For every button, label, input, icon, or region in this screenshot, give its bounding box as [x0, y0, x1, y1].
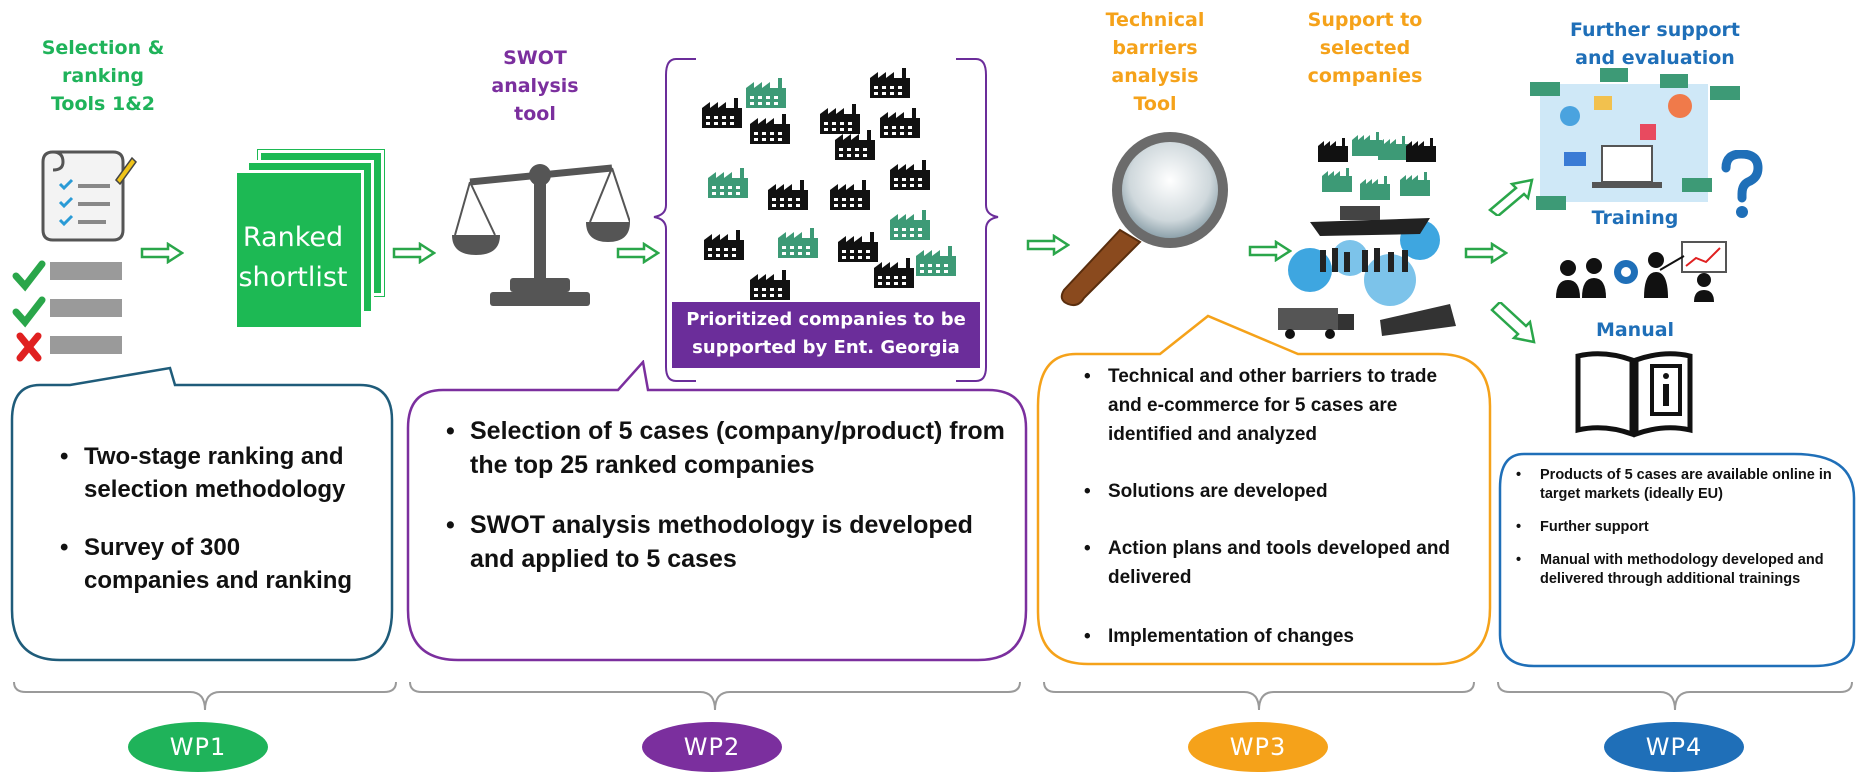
balance-scale-icon: A B [452, 164, 630, 306]
wp2-bubble-outline [406, 360, 1028, 662]
ship-truck-train-icon [1278, 132, 1456, 339]
magnifier-icon [1060, 132, 1228, 307]
wp4-further-header: Further support and evaluation [1570, 19, 1740, 69]
arrow-right-icon [140, 242, 184, 264]
wp3-bubble-outline [1036, 314, 1492, 666]
wp1-header: Selection & ranking Tools 1&2 [41, 37, 165, 115]
checkmark-icon [12, 260, 46, 292]
wp4-bullet: Products of 5 cases are available online… [1516, 466, 1834, 504]
wp2-brace [409, 681, 1021, 711]
cross-icon [16, 332, 42, 362]
wp3-brace [1043, 681, 1475, 711]
wp3-bullet: Action plans and tools developed and del… [1084, 534, 1454, 592]
wp2-badge: WP2 [642, 722, 782, 772]
arrow-up-right-icon [1487, 178, 1534, 216]
checklist-scroll-icon [41, 150, 137, 242]
wp4-manual-header: Manual [1595, 319, 1675, 341]
checklist-bar [50, 336, 122, 354]
arrow-right-icon [1464, 242, 1508, 264]
wp4-brace [1497, 681, 1853, 711]
wp1-brace [13, 681, 397, 711]
wp4-bullets: Products of 5 cases are available online… [1516, 466, 1834, 589]
companies-brace [653, 58, 999, 382]
document-stack-icon [228, 150, 384, 330]
svg-text:B: B [600, 210, 609, 224]
wp2-header: SWOT analysis tool [491, 47, 579, 125]
arrow-right-icon [1026, 234, 1070, 256]
arrow-right-icon [392, 242, 436, 264]
ranked-label-line1: Ranked [242, 222, 344, 253]
ranked-label-line2: shortlist [238, 262, 348, 293]
arrow-right-icon [616, 242, 660, 264]
manual-book-icon [1575, 351, 1693, 438]
arrow-right-icon [1248, 240, 1292, 262]
wp3-bullet: Solutions are developed [1084, 477, 1454, 506]
e-commerce-illustration-icon [1530, 68, 1740, 210]
checklist-bar [50, 299, 122, 317]
wp1-badge: WP1 [128, 722, 268, 772]
wp3-badge: WP3 [1188, 722, 1328, 772]
wp2-bullet: SWOT analysis methodology is developed a… [446, 508, 1006, 576]
svg-text:A: A [469, 221, 480, 237]
wp2-bullets: Selection of 5 cases (company/product) f… [446, 414, 1006, 576]
wp3-bullet: Technical and other barriers to trade an… [1084, 362, 1454, 449]
wp3-bullet: Implementation of changes [1084, 622, 1454, 651]
checkmark-icon [12, 296, 46, 328]
question-mark-icon [1721, 150, 1763, 218]
wp1-bubble-outline [10, 366, 394, 662]
arrow-down-right-icon [1490, 302, 1536, 344]
wp4-badge: WP4 [1604, 722, 1744, 772]
wp1-bullet: Two-stage ranking and selection methodol… [60, 440, 370, 506]
checklist-bar [50, 262, 122, 280]
training-people-icon [1556, 241, 1727, 302]
wp1-bullets: Two-stage ranking and selection methodol… [60, 440, 370, 597]
prioritized-companies-label: Prioritized companies to be supported by… [672, 302, 980, 368]
ranked-shortlist-label: Ranked shortlist [208, 218, 378, 298]
wp2-bullet: Selection of 5 cases (company/product) f… [446, 414, 1006, 482]
wp3-tool-header: Technical barriers analysis Tool [1105, 9, 1205, 115]
wp3-bullets: Technical and other barriers to trade an… [1084, 362, 1454, 651]
wp4-bullet: Further support [1516, 518, 1834, 537]
wp1-bullet: Survey of 300 companies and ranking [60, 531, 370, 597]
wp3-support-header: Support to selected companies [1307, 9, 1423, 87]
factory-icon [702, 68, 956, 300]
wp4-bullet: Manual with methodology developed and de… [1516, 551, 1834, 589]
wp4-training-header: Training [1591, 207, 1679, 229]
wp4-bubble-outline [1498, 452, 1856, 668]
